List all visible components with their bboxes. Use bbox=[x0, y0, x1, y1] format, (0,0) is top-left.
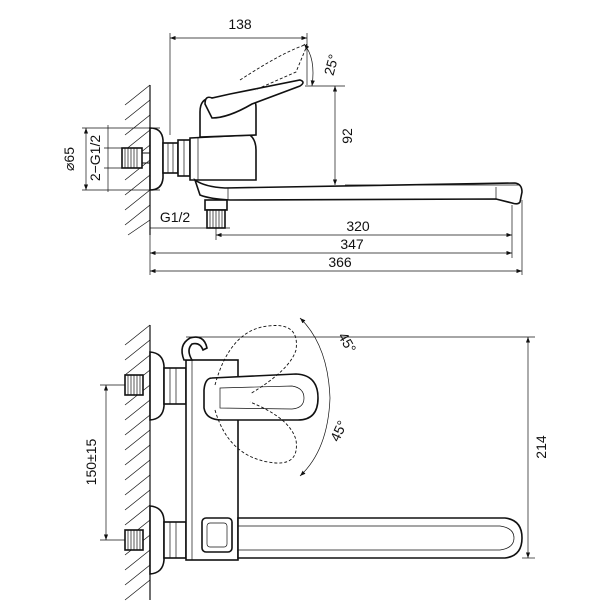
connector-nut-top bbox=[162, 139, 191, 177]
dimension-angle-25: 25° bbox=[303, 43, 342, 87]
dimension-inlet-thread: 2−G1/2 bbox=[87, 125, 122, 192]
dimension-label-outlet-thread: G1/2 bbox=[160, 209, 191, 225]
hook-front bbox=[181, 336, 208, 361]
dimension-label-45deg-bottom: 45° bbox=[327, 418, 350, 444]
outlet-fitting-top bbox=[204, 199, 228, 229]
dimension-label-92: 92 bbox=[339, 128, 355, 144]
dimension-366: 366 bbox=[150, 200, 523, 275]
dimension-label-320: 320 bbox=[346, 218, 370, 234]
front-view: 45° 45° 150±15 214 bbox=[83, 317, 549, 601]
dimension-label-25deg: 25° bbox=[321, 52, 342, 77]
dimension-320: 320 bbox=[215, 205, 513, 240]
dimension-label-214: 214 bbox=[533, 435, 549, 459]
spout-top bbox=[193, 177, 523, 205]
dimension-label-45deg-top: 45° bbox=[335, 329, 359, 355]
dimension-outlet-thread: G1/2 bbox=[150, 209, 230, 229]
escutcheon-top bbox=[149, 127, 164, 191]
dimension-214: 214 bbox=[186, 336, 549, 559]
wall-front bbox=[124, 324, 151, 601]
dimension-label-150: 150±15 bbox=[83, 438, 99, 485]
dimension-92: 92 bbox=[305, 85, 520, 186]
dimension-138: 138 bbox=[169, 16, 308, 135]
lever-handle-front bbox=[203, 325, 319, 464]
lower-inlet-front bbox=[124, 505, 187, 575]
lever-handle-top bbox=[204, 79, 304, 119]
dimension-label-138: 138 bbox=[228, 16, 252, 32]
upper-inlet-front bbox=[124, 351, 187, 421]
dimension-150: 150±15 bbox=[83, 384, 125, 541]
dimension-label-diameter: ⌀65 bbox=[61, 147, 77, 171]
dimension-347: 347 bbox=[149, 235, 513, 275]
dimension-label-347: 347 bbox=[340, 236, 364, 252]
dimension-label-366: 366 bbox=[328, 254, 352, 270]
dimension-diameter-65: ⌀65 bbox=[61, 127, 160, 191]
side-view: 138 25° 92 ⌀65 2−G1/2 bbox=[61, 16, 523, 275]
faucet-body-top bbox=[189, 134, 257, 181]
dimension-label-inlet-thread: 2−G1/2 bbox=[87, 135, 103, 182]
spout-front bbox=[201, 517, 523, 559]
inlet-pipe-top bbox=[121, 147, 152, 169]
